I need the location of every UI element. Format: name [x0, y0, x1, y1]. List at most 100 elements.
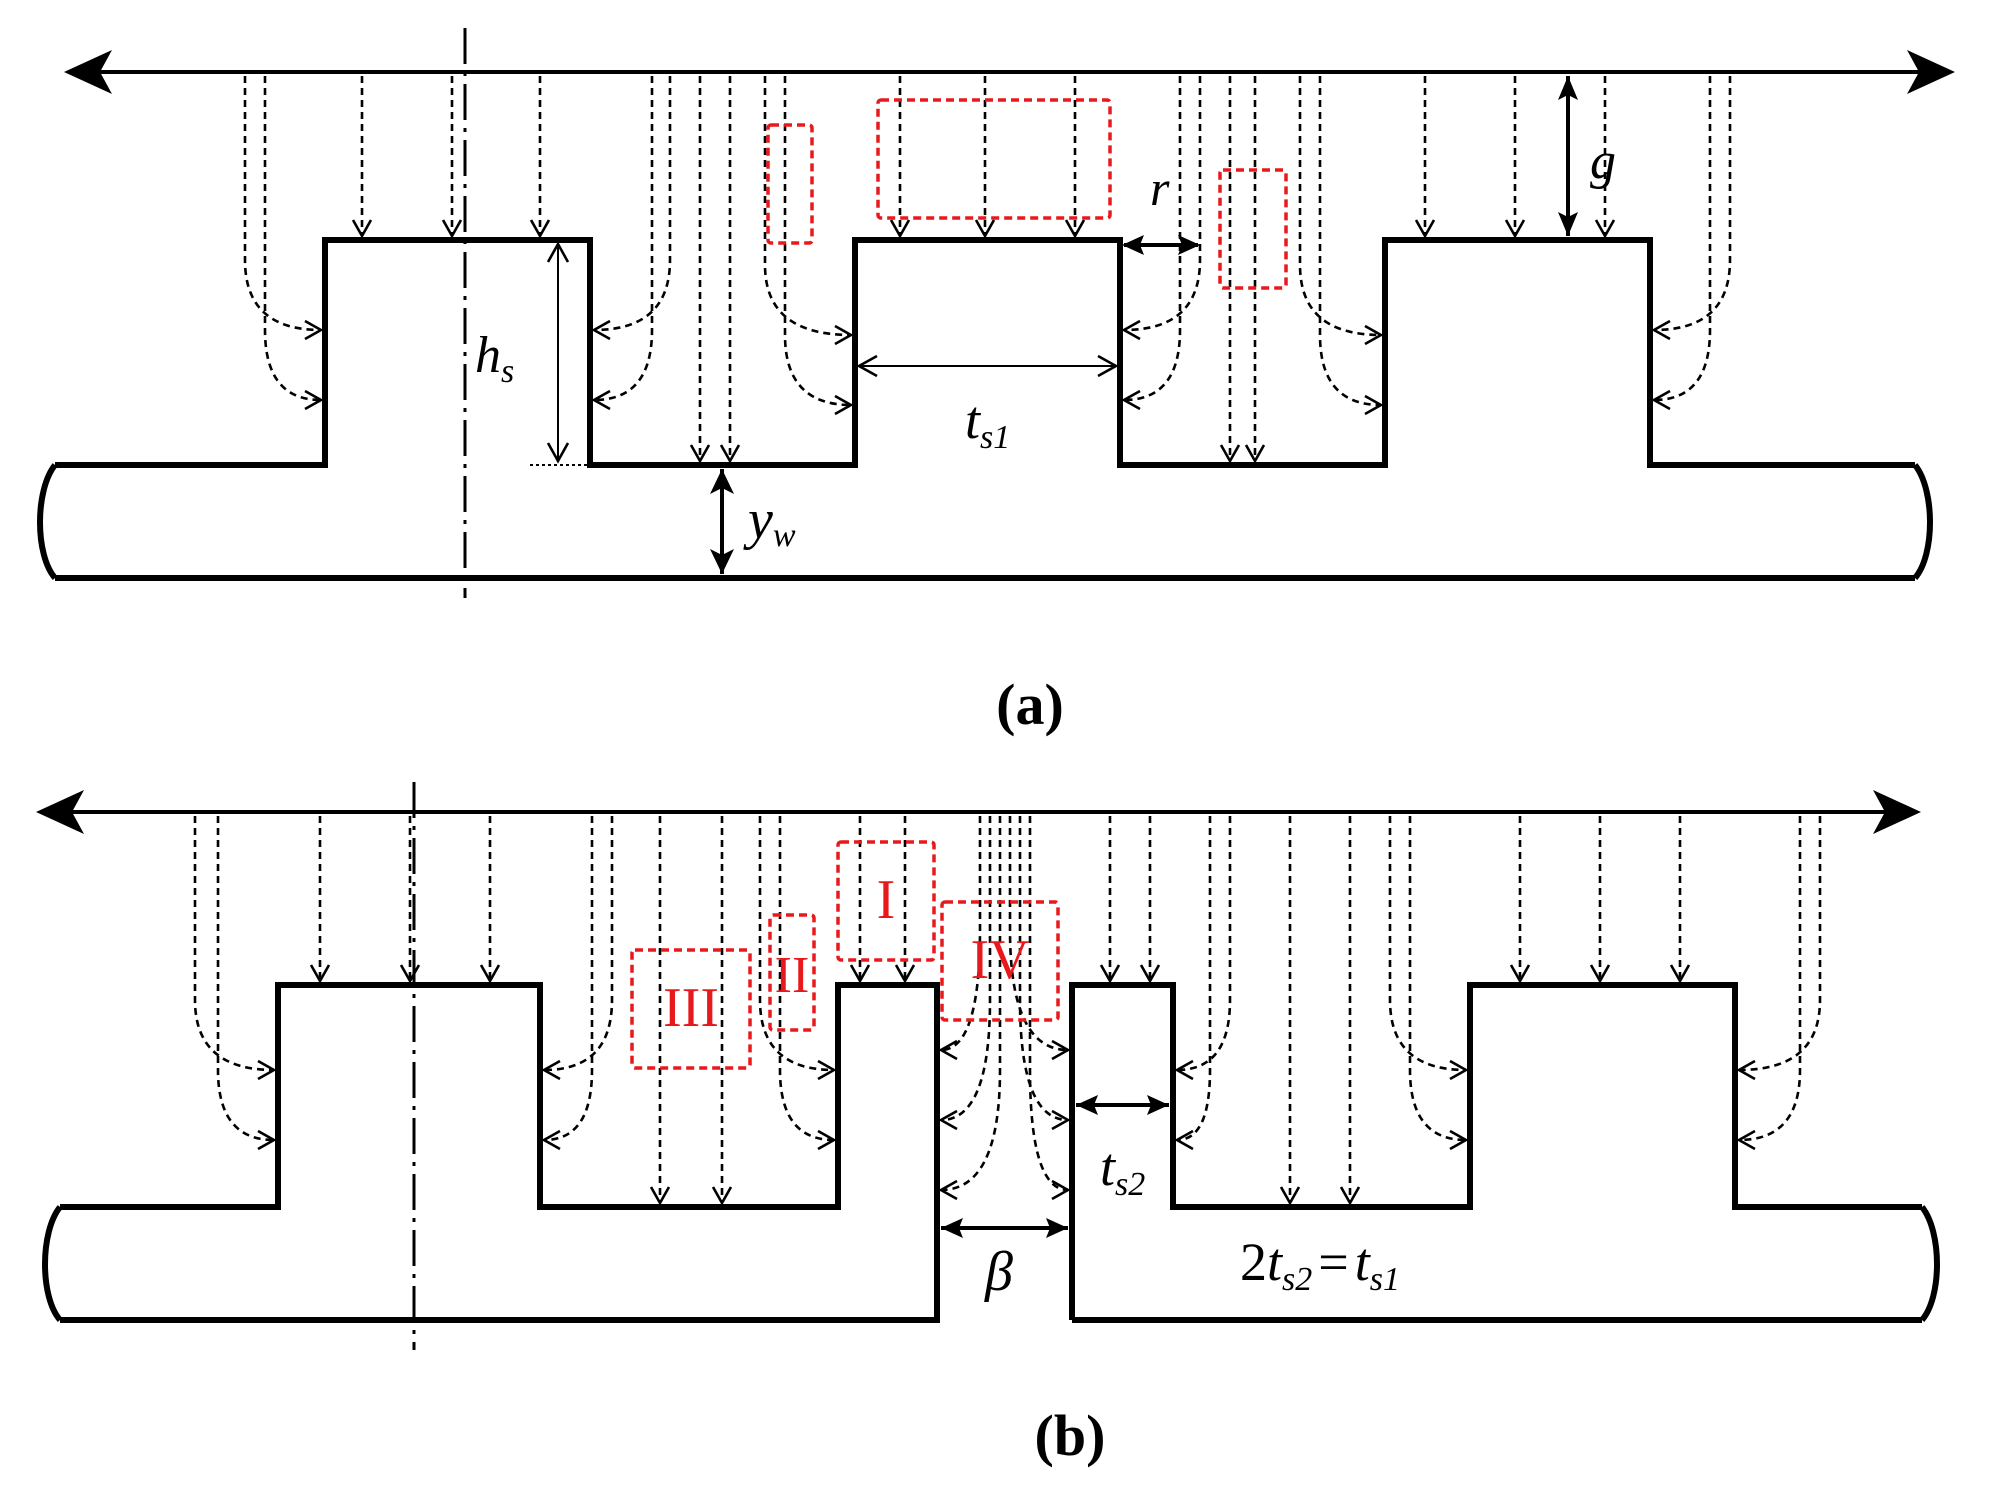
flux-arrowhead: [1121, 319, 1141, 341]
label-beta: β: [984, 1241, 1013, 1303]
flux-arrowhead: [309, 964, 331, 984]
flux-line: [1176, 816, 1232, 1072]
flux-arrowhead: [257, 1129, 277, 1151]
flux-lines-a: [243, 76, 1732, 464]
flux-arrowhead: [1414, 219, 1436, 239]
r-arrow-left: [1122, 235, 1144, 255]
flux-arrowhead: [1219, 444, 1241, 464]
flux-line: [1653, 76, 1712, 402]
flux-arrowhead: [817, 1059, 837, 1081]
region-label-I: I: [877, 869, 896, 931]
flux-line: [1318, 76, 1382, 407]
flux-line: [543, 816, 614, 1072]
flux-arrowhead: [1736, 1129, 1756, 1151]
flux-line: [1738, 816, 1802, 1142]
caption-a: (a): [996, 672, 1064, 737]
flux-line: [1738, 816, 1822, 1072]
label-yw: yw: [743, 489, 796, 554]
flux-arrowhead: [591, 389, 611, 411]
flux-arrowhead: [889, 219, 911, 239]
region-box-I: [836, 840, 936, 962]
flux-arrowhead: [304, 319, 324, 341]
flux-arrowhead: [649, 1186, 671, 1206]
flux-arrowhead: [1339, 1186, 1361, 1206]
yw-arrow-top: [710, 469, 734, 494]
region-label-III: III: [663, 977, 719, 1039]
flux-arrowhead: [689, 444, 711, 464]
flux-line: [940, 816, 992, 1122]
flux-arrowhead: [849, 964, 871, 984]
flux-arrowhead: [591, 319, 611, 341]
flux-arrowhead: [1064, 219, 1086, 239]
flux-arrowhead: [1736, 1059, 1756, 1081]
region-box-II: [768, 913, 816, 1032]
flux-arrowhead: [711, 1186, 733, 1206]
flux-arrowhead: [1279, 1186, 1301, 1206]
label-hs: hs: [475, 327, 514, 390]
break-left-a: [37, 463, 58, 580]
label-g: g: [1590, 133, 1616, 190]
flux-line: [763, 76, 852, 337]
panel-a: g r hs ts1 yw (a): [37, 28, 1955, 737]
flux-arrowhead: [351, 219, 373, 239]
flux-line: [1408, 816, 1467, 1142]
flux-arrowhead: [938, 1109, 958, 1131]
flux-arrowhead: [479, 964, 501, 984]
flux-line: [193, 816, 275, 1072]
ts1-arrow-left: [856, 354, 878, 378]
flux-arrowhead: [1051, 1109, 1071, 1131]
flux-line: [1176, 816, 1212, 1142]
label-ts1: ts1: [965, 390, 1010, 456]
stator-outline-b-right: [1069, 982, 1922, 1320]
caption-b: (b): [1035, 1403, 1106, 1468]
flux-arrowhead: [1651, 389, 1671, 411]
flux-arrowhead: [1509, 964, 1531, 984]
flux-arrowhead: [938, 1179, 958, 1201]
hs-arrow-top: [546, 241, 570, 263]
flux-arrowhead: [529, 219, 551, 239]
flux-line: [593, 76, 672, 332]
break-right-a: [1912, 463, 1933, 580]
region-label-IV: IV: [970, 929, 1029, 991]
flux-arrowhead: [834, 394, 854, 416]
flux-arrowhead: [399, 964, 421, 984]
flux-arrowhead: [304, 389, 324, 411]
flux-arrowhead: [834, 324, 854, 346]
g-arrow-bottom: [1558, 212, 1578, 236]
flux-arrowhead: [1594, 219, 1616, 239]
flux-arrowhead: [1121, 389, 1141, 411]
flux-arrowhead: [1449, 1129, 1469, 1151]
break-left-b: [42, 1205, 63, 1322]
arrowhead-right-b: [1873, 790, 1921, 834]
flux-arrowhead: [1051, 1039, 1071, 1061]
arrowhead-left-a: [64, 50, 112, 94]
flux-arrowhead: [1174, 1129, 1194, 1151]
flux-arrowhead: [974, 219, 996, 239]
flux-line: [783, 76, 852, 407]
break-right-b: [1919, 1205, 1940, 1322]
flux-arrowhead: [1099, 964, 1121, 984]
flux-line: [778, 816, 835, 1142]
flux-line: [543, 816, 594, 1142]
flux-line: [1388, 816, 1467, 1072]
flux-arrowhead: [817, 1129, 837, 1151]
panel-b: III II I IV ts2 β 2ts2=ts1 (b): [36, 782, 1940, 1468]
flux-arrowhead: [1139, 964, 1161, 984]
r-arrow-right: [1178, 235, 1200, 255]
region-label-II: II: [775, 947, 810, 1004]
flux-line: [243, 76, 322, 332]
beta-arrow-left: [941, 1218, 963, 1238]
flux-line: [1298, 76, 1382, 337]
flux-arrowhead: [541, 1129, 561, 1151]
flux-arrowhead: [1669, 964, 1691, 984]
label-equation: 2ts2=ts1: [1240, 1232, 1400, 1298]
label-r: r: [1150, 160, 1170, 216]
flux-arrowhead: [1051, 1179, 1071, 1201]
flux-line: [1028, 816, 1069, 1192]
flux-line: [1008, 816, 1069, 1052]
flux-arrowhead: [541, 1059, 561, 1081]
flux-line: [593, 76, 654, 402]
beta-arrow-right: [1046, 1218, 1068, 1238]
flux-arrowhead: [1504, 219, 1526, 239]
